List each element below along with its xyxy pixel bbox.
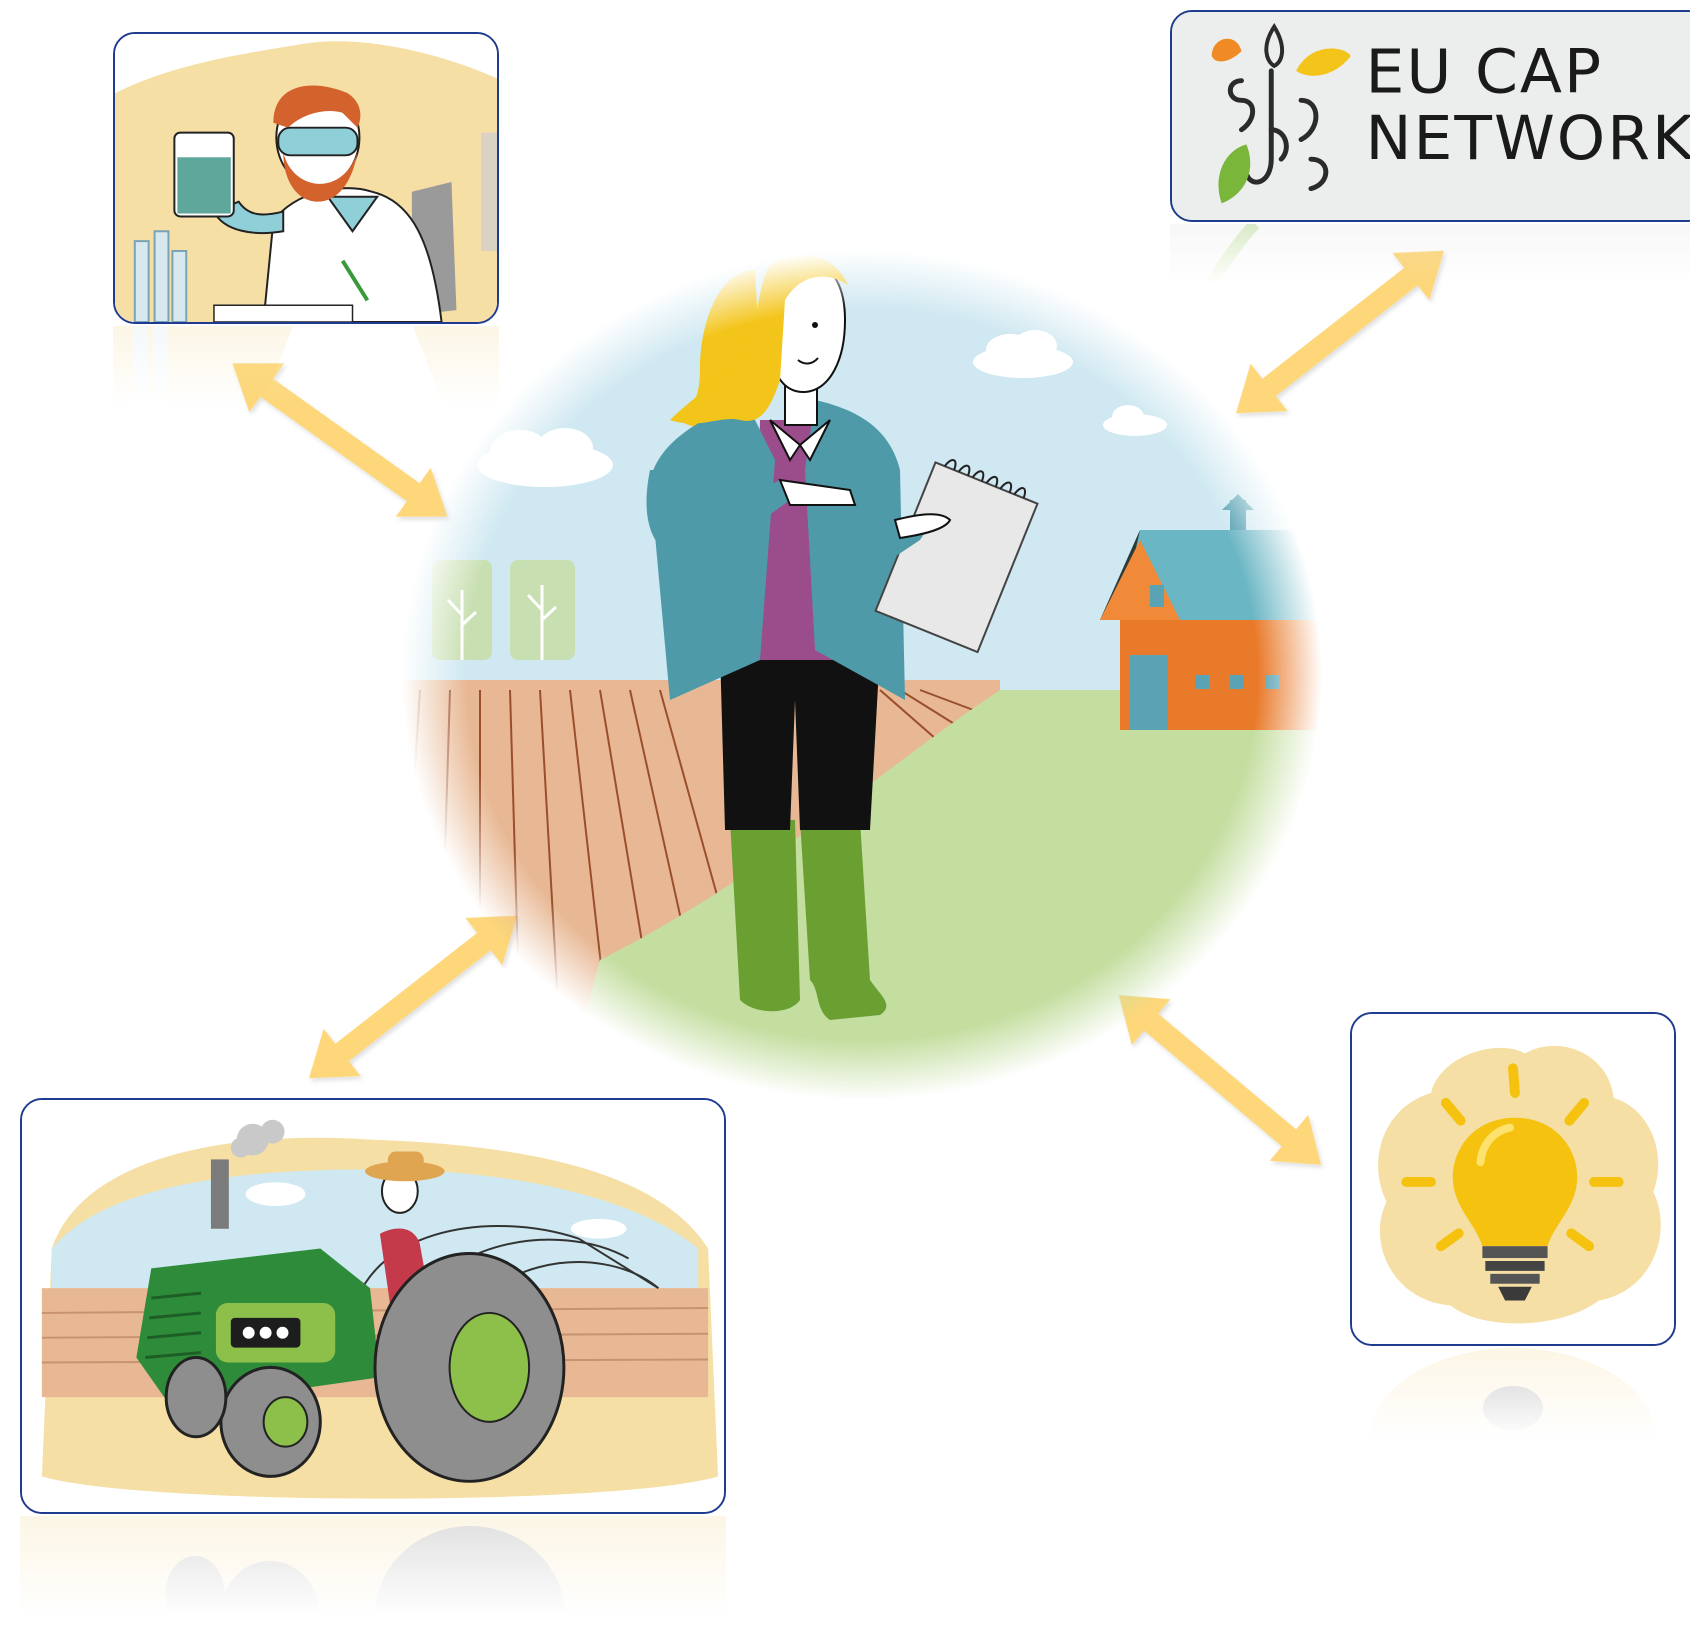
idea-card-reflection: [1350, 1348, 1676, 1438]
eu-cap-network-logo: EU CAP NETWORK: [1172, 12, 1690, 220]
eu-cap-network-card-reflection: [1170, 224, 1690, 284]
farmer-tractor-card: [20, 1098, 726, 1514]
farmer-tractor-card-reflection: [20, 1516, 726, 1616]
scientist-illustration: [115, 34, 497, 322]
eu-cap-network-card: EU CAP NETWORK: [1170, 10, 1690, 222]
advisor-figure: [646, 254, 1039, 1020]
idea-card: [1350, 1012, 1676, 1346]
logo-line-2: NETWORK: [1366, 103, 1690, 174]
farmer-tractor-illustration: [22, 1100, 724, 1512]
scientist-card: [113, 32, 499, 324]
barn: [1100, 494, 1340, 730]
scientist-card-reflection: [113, 326, 499, 406]
logo-line-1: EU CAP: [1366, 37, 1604, 108]
lightbulb-idea-illustration: [1352, 1014, 1674, 1344]
